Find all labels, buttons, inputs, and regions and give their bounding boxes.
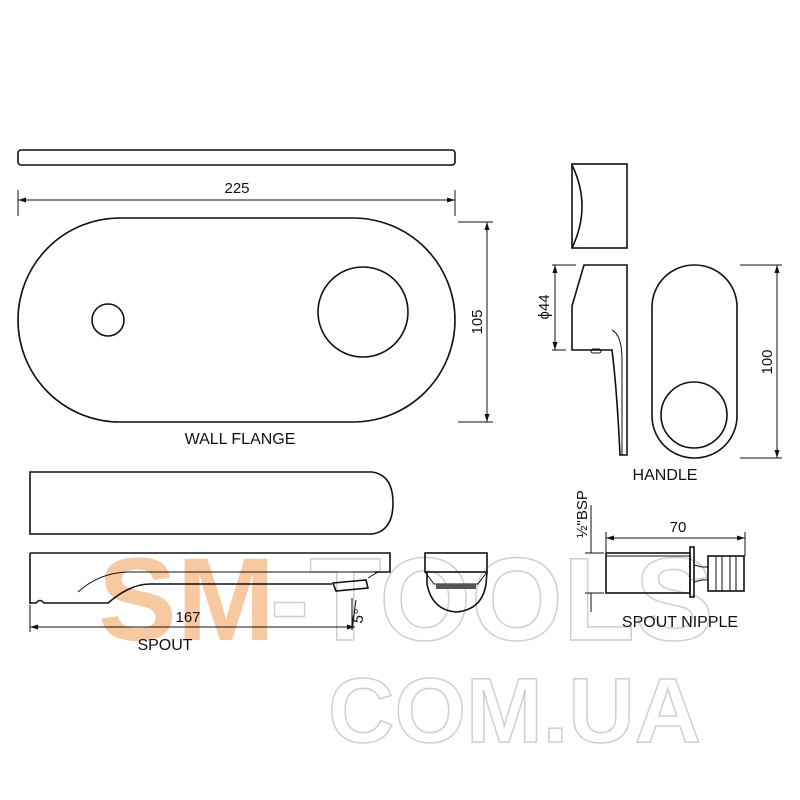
dimension-105: 105 (458, 221, 493, 423)
dimension-bsp: ½"BSP (574, 490, 604, 612)
dimension-225-label: 225 (224, 180, 249, 197)
watermark-com-ua: COM.UA (328, 660, 701, 762)
handle-hole (317, 266, 409, 358)
dimension-167-label: 167 (175, 609, 200, 626)
wall-flange-edge-view (17, 149, 456, 166)
spout-side-view (29, 552, 391, 604)
dimension-100-label: 100 (759, 349, 776, 374)
watermark-sm: SM (98, 534, 275, 666)
dimension-44: ϕ44 (536, 264, 576, 351)
spout-aerator (331, 579, 370, 592)
spout-label: SPOUT (137, 637, 192, 654)
spout-end-view (424, 552, 488, 613)
dimension-bsp-label: ½"BSP (574, 490, 591, 538)
dimension-167: 167 (29, 605, 355, 632)
wall-flange (17, 217, 456, 423)
dimension-44-label: ϕ44 (536, 294, 553, 319)
dimension-70-label: 70 (670, 519, 687, 536)
wall-flange-body (17, 217, 456, 423)
handle-side-view (571, 264, 628, 456)
diverter-hole (91, 303, 125, 337)
handle-front-view (651, 264, 738, 459)
handle-label: HANDLE (633, 467, 698, 484)
dimension-225: 225 (17, 180, 456, 216)
dimension-70: 70 (605, 519, 746, 556)
dimension-angle-label: 5° (349, 608, 368, 625)
dimension-105-label: 105 (469, 309, 486, 334)
spout-top-view (29, 471, 394, 535)
dimension-100: 100 (740, 264, 782, 459)
handle-grub-screw (590, 348, 602, 354)
spout-nipple-label: SPOUT NIPPLE (622, 614, 738, 631)
dimension-angle: 5° (349, 598, 368, 631)
handle-top-view (571, 163, 628, 249)
wall-flange-label: WALL FLANGE (185, 431, 296, 448)
spout-nipple (605, 546, 745, 598)
